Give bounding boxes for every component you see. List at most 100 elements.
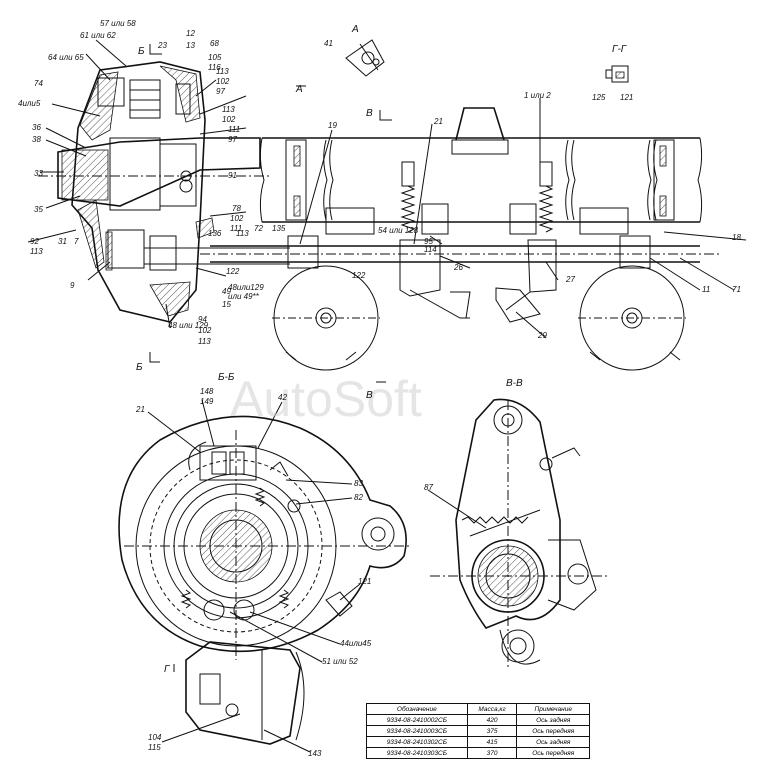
callout-label: 83 (354, 479, 363, 488)
callout-label: 125 (592, 93, 606, 102)
callout-label: 111 (230, 224, 242, 233)
axle-beam-view (200, 107, 720, 371)
callout-label: 61 или 62 (80, 31, 116, 40)
table-row: 9334-08-2410003СБ 375 Ось передняя (366, 725, 590, 737)
callout-label: 111 (228, 125, 240, 134)
callout-label: 102 (222, 115, 236, 124)
callout-label: 42 (278, 393, 287, 402)
callout-label: 51 или 52 (322, 657, 358, 666)
callout-label: 115 (148, 743, 161, 752)
callout-label: 9 (70, 281, 75, 290)
callout-label: 38 (32, 135, 41, 144)
callout-label: 72 (254, 224, 263, 233)
callout-label: 91 (228, 171, 237, 180)
callout-label: 7 (74, 237, 79, 246)
section-title: А (295, 84, 303, 95)
callout-label: 57 или 58 (100, 19, 136, 28)
callout-label: 64 или 65 (48, 53, 84, 62)
callout-label: 48или129 (228, 283, 264, 292)
table-cell: Ось задняя (516, 714, 590, 726)
callout-label: 78 (232, 204, 241, 213)
section-title: Б-Б (218, 372, 235, 383)
callout-label: 102 (230, 214, 244, 223)
table-row: 9334-08-2410302СБ 415 Ось задняя (366, 736, 590, 748)
callout-label: 68 (210, 39, 219, 48)
table-row: 9334-08-2410303СБ 370 Ось передняя (366, 747, 590, 759)
callout-label: 113 (236, 229, 249, 238)
callout-label: 11 (702, 285, 710, 294)
callout-label: 122 (226, 267, 240, 276)
callout-label: 87 (424, 483, 433, 492)
callout-label: 49 (222, 287, 231, 296)
callout-label: 102 (216, 77, 230, 86)
table-cell: 415 (466, 736, 518, 748)
callout-label: 82 (354, 493, 363, 502)
spec-table: Обозначение Масса,кг Примечание 9334-08-… (366, 703, 590, 759)
hub-section-view (38, 61, 290, 323)
callout-label: 92 (30, 237, 39, 246)
callout-label: 23 (157, 41, 167, 50)
table-cell: 9334-08-2410302СБ (366, 736, 468, 748)
callout-label: 33 (34, 169, 43, 178)
section-b-b-view (118, 415, 412, 745)
section-title: В-В (506, 378, 523, 389)
table-cell: Ось передняя (516, 747, 590, 759)
detail-a-view (345, 39, 385, 77)
callout-label: 113 (198, 337, 211, 346)
table-cell: 9334-08-2410003СБ (366, 725, 468, 737)
callout-label: 31 (58, 237, 67, 246)
callout-label: 1 или 2 (524, 91, 551, 100)
section-title: В (366, 108, 373, 119)
detail-g-view (605, 65, 629, 83)
section-arrows (149, 44, 392, 672)
callout-label: 97 (228, 135, 237, 144)
table-cell: Ось передняя (516, 725, 590, 737)
section-title: Г (164, 664, 171, 675)
callout-label: или 49** (228, 292, 260, 301)
callout-label: 116 (208, 63, 221, 72)
table-header-row: Обозначение Масса,кг Примечание (366, 703, 590, 715)
callout-label: 94 (198, 315, 207, 324)
callout-label: 143 (308, 749, 322, 758)
callout-label: 113 (30, 247, 43, 256)
table-cell: 375 (466, 725, 518, 737)
section-titles: А Б-Б В-В Г-Г Б Б В В А Г (136, 24, 628, 675)
callout-label: 29 (537, 331, 547, 340)
callout-label: 105 (208, 53, 222, 62)
callout-label: 114 (424, 245, 437, 254)
callout-label: 21 (135, 405, 145, 414)
table-header: Масса,кг (466, 703, 518, 715)
callout-label: 113 (222, 105, 235, 114)
table-cell: 370 (466, 747, 518, 759)
callout-label: 136 (208, 229, 222, 238)
callout-label: 74 (34, 79, 43, 88)
callout-label: 44или45 (340, 639, 372, 648)
callout-label: 97 (216, 87, 225, 96)
callout-label: 35 (34, 205, 43, 214)
callout-label: 122 (352, 271, 366, 280)
callout-label: 19 (328, 121, 337, 130)
section-v-v-view (430, 398, 608, 670)
callout-label: 104 (148, 733, 162, 742)
callout-label: 18 (732, 233, 741, 242)
watermark: AutoSoft (230, 371, 422, 427)
callout-label: 121 (620, 93, 633, 102)
section-title: Г-Г (612, 44, 628, 55)
callout-label: 102 (198, 326, 212, 335)
section-title: Б (136, 362, 143, 373)
section-title: А (351, 24, 359, 35)
section-title: В (366, 390, 373, 401)
callout-label: 149 (200, 397, 214, 406)
table-row: 9334-08-2410002СБ 420 Ось задняя (366, 714, 590, 726)
callout-label: 26 (453, 263, 463, 272)
table-header: Обозначение (366, 703, 468, 715)
callout-label: 121 (358, 577, 371, 586)
callout-label: 135 (272, 224, 286, 233)
section-title: Б (138, 46, 145, 57)
callout-label: 41 (324, 39, 333, 48)
callout-label: 21 (433, 117, 443, 126)
callout-label: 13 (186, 41, 195, 50)
table-cell: 9334-08-2410303СБ (366, 747, 468, 759)
